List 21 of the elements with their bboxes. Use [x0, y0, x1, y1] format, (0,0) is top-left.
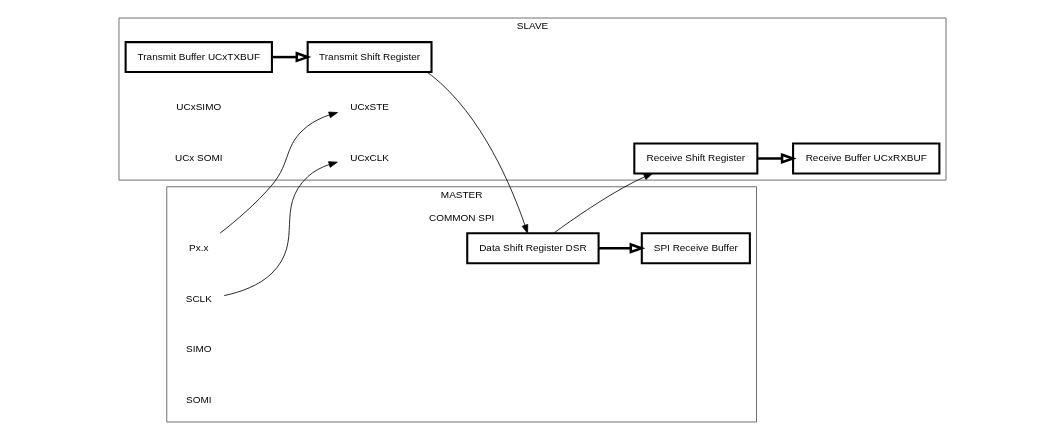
node-box: Transmit Buffer UCxTXBUF — [124, 41, 273, 74]
node-box: Transmit Shift Register — [306, 41, 433, 74]
arrow — [598, 242, 645, 254]
node-box: Receive Buffer UCxRXBUF — [791, 142, 940, 175]
node-text: UCxSTE — [349, 101, 389, 113]
arrow — [425, 71, 528, 234]
arrow — [223, 161, 338, 297]
arrow — [552, 173, 653, 234]
label: UCxSIMO — [175, 101, 221, 113]
node-text: UCxCLK — [349, 152, 389, 164]
node-box: Receive Shift Register — [632, 142, 758, 175]
arrow — [271, 51, 311, 63]
arrow — [756, 152, 797, 165]
node-box: Data Shift Register DSR — [465, 232, 600, 265]
node-box: SPI Receive Buffer — [640, 232, 751, 265]
arrow — [219, 111, 338, 234]
label: SOMI — [185, 393, 212, 405]
label: UCx SOMI — [174, 152, 223, 164]
node-text: SCLK — [185, 292, 212, 304]
label: SIMO — [185, 343, 212, 355]
node-text: Px.x — [188, 241, 208, 253]
